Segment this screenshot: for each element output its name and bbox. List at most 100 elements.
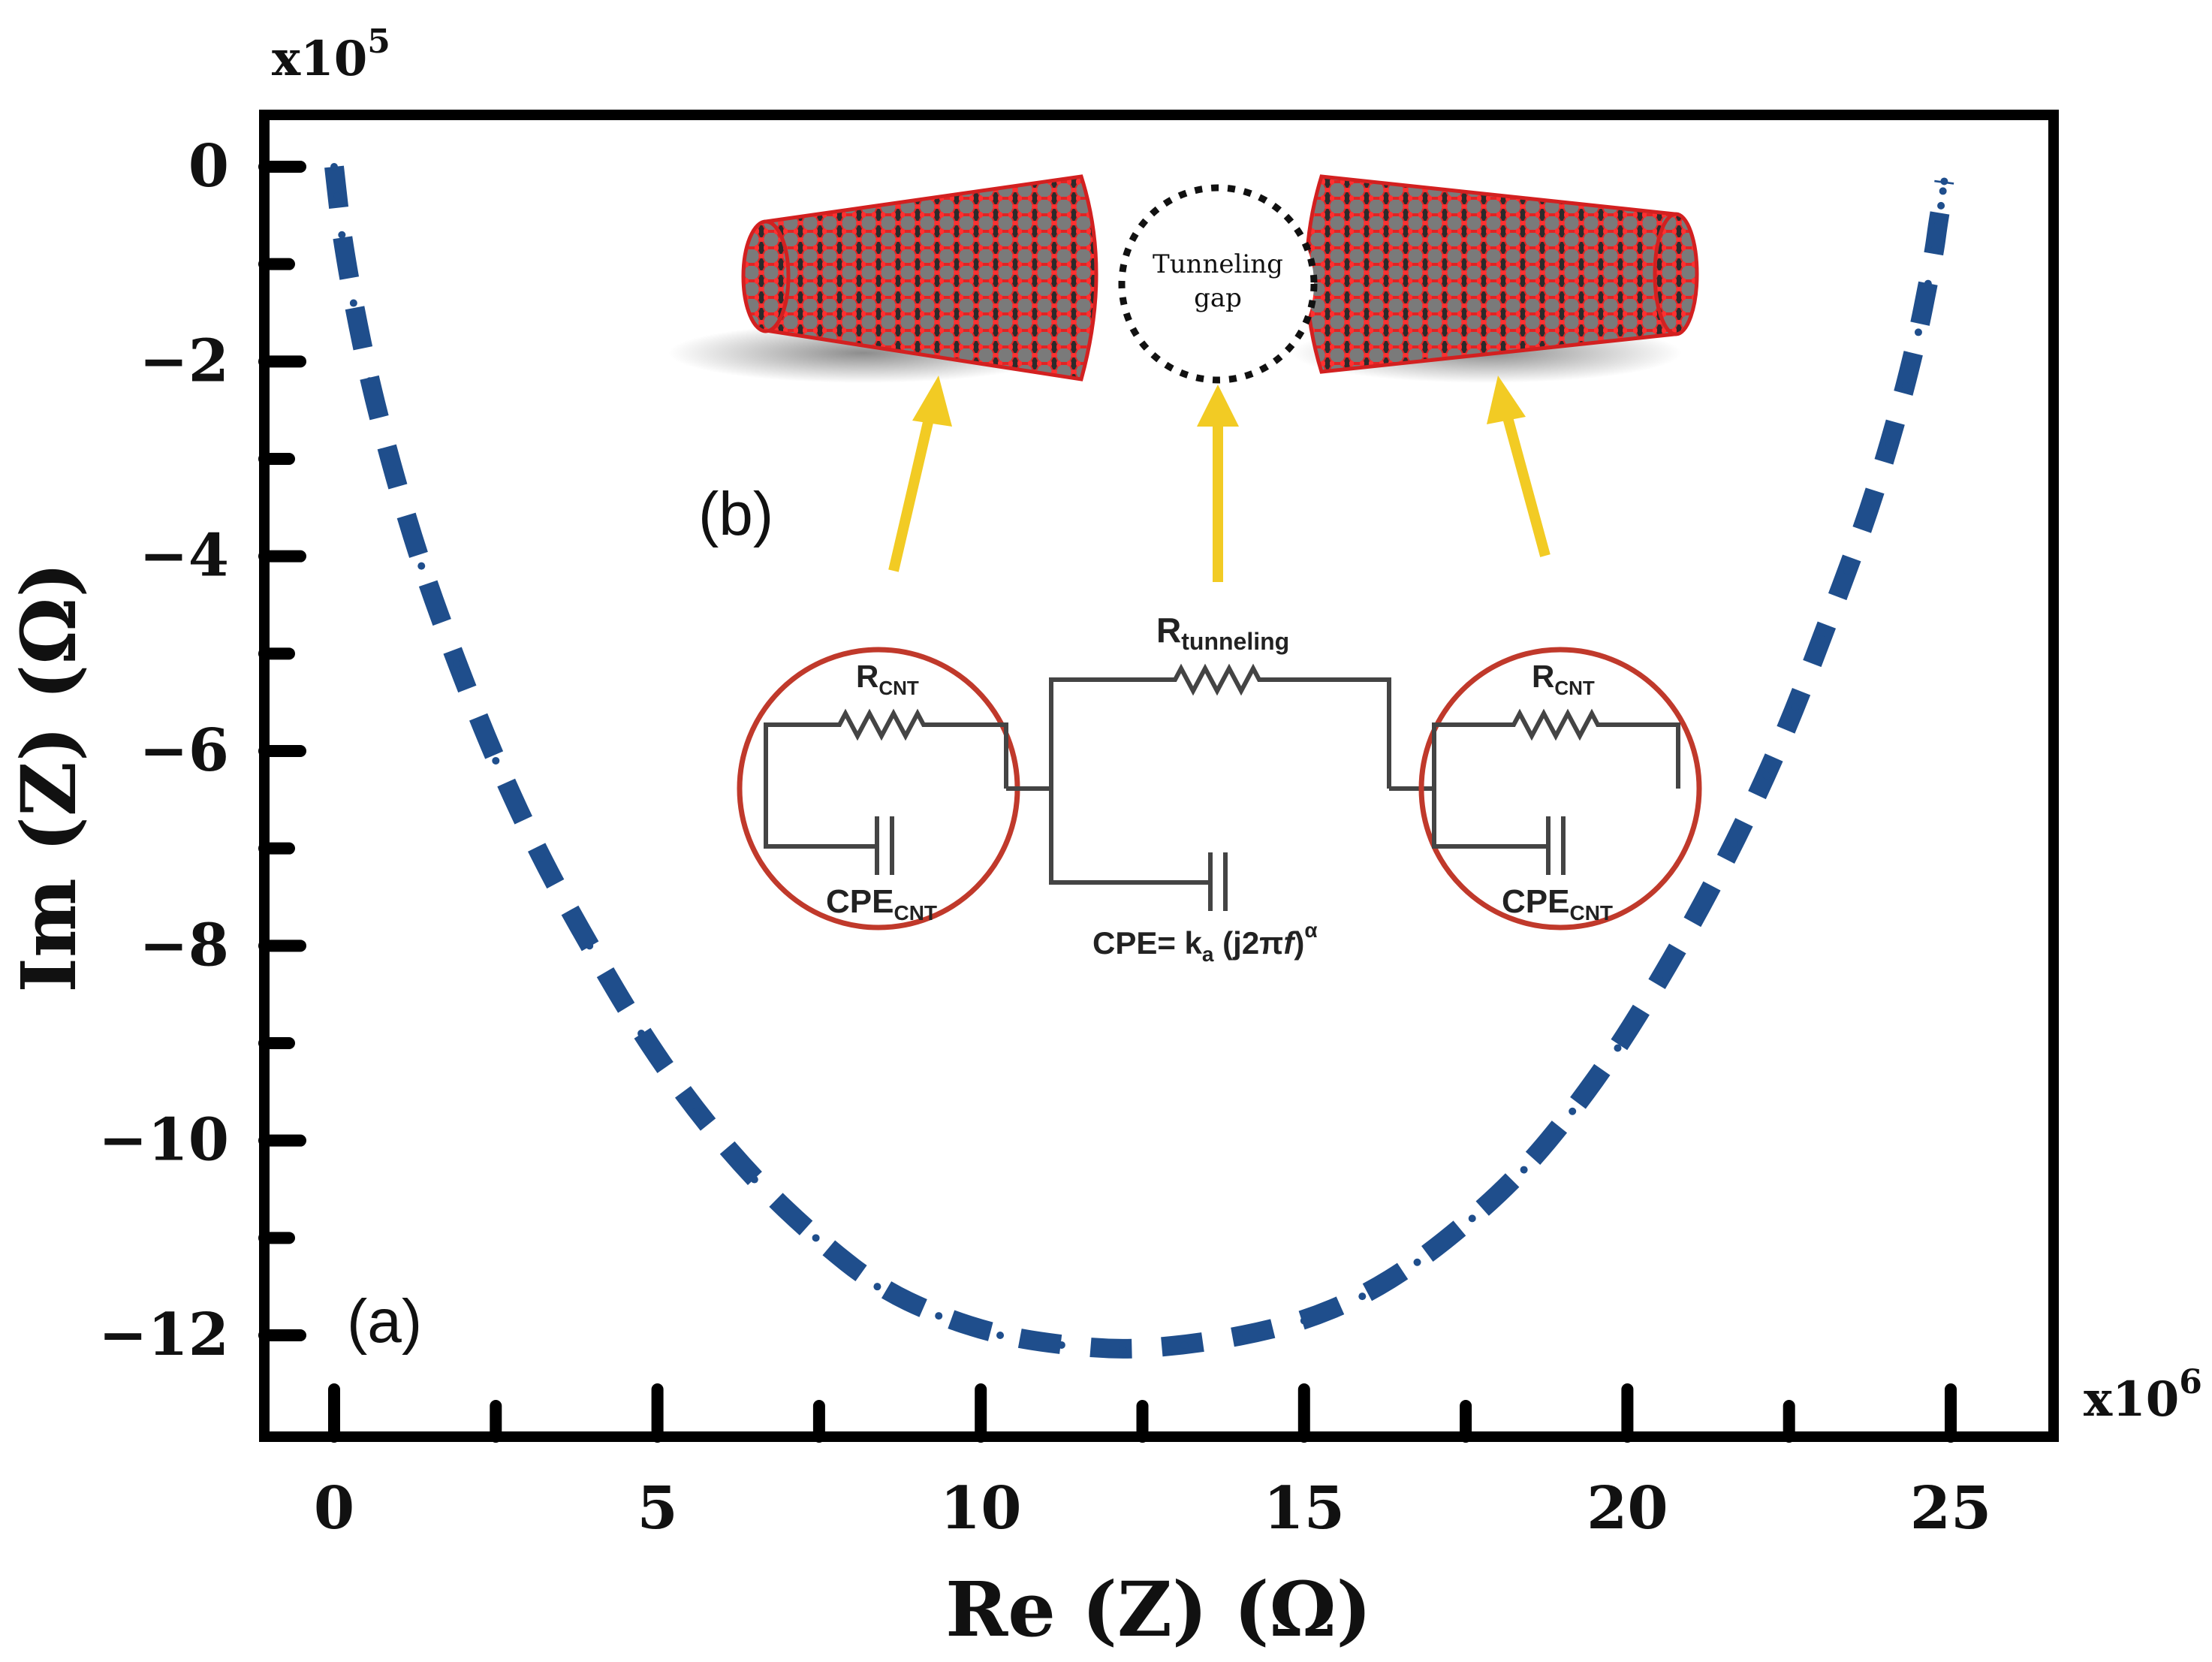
data-point [1614, 1044, 1622, 1052]
data-point [586, 942, 594, 950]
data-point [873, 1283, 881, 1291]
cpe-formula-sub: a [1202, 943, 1214, 966]
data-point [1914, 328, 1922, 336]
tunneling-gap-circle [1118, 184, 1318, 384]
data-point [637, 1030, 646, 1038]
y-tick-label: −2 [139, 327, 229, 395]
right-cpe-cnt-main: CPE [1502, 883, 1569, 920]
data-point [1792, 703, 1800, 711]
data-point [1300, 1317, 1308, 1325]
left-capacitor-branch [764, 789, 877, 849]
nanotube-right-end [1653, 212, 1699, 336]
cpe-formula-mid: (j2π [1214, 925, 1284, 961]
data-point [338, 231, 346, 239]
right-r-cnt-label: RCNT [1532, 659, 1595, 699]
nanotube-illustration: Tunneling gap [668, 174, 1699, 384]
data-point [750, 1175, 758, 1184]
r-tunneling-label: Rtunneling [1156, 611, 1289, 655]
y-tick-label: −4 [139, 522, 229, 590]
x-tick-label: 10 [940, 1474, 1022, 1543]
y-tick-label: −12 [98, 1301, 229, 1369]
tunneling-gap-label-line1: Tunneling [1153, 249, 1283, 279]
data-point [1242, 1332, 1250, 1339]
arrow-center [1197, 385, 1239, 582]
data-point [1937, 201, 1945, 210]
y-tick-label: −6 [139, 716, 229, 785]
data-point [388, 464, 396, 472]
data-point [1119, 1346, 1127, 1354]
r-tunneling-sub: tunneling [1181, 628, 1289, 655]
data-point [1939, 187, 1947, 195]
data-point [1358, 1292, 1367, 1301]
tunneling-gap-label-line2: gap [1194, 283, 1242, 313]
x-tick-label: 5 [637, 1474, 677, 1543]
y-tick-label: 0 [188, 132, 229, 201]
x-tick-label: 20 [1587, 1474, 1668, 1543]
data-point [935, 1312, 943, 1320]
cpe-formula-sup: α [1304, 918, 1317, 942]
x-tick-label: 25 [1910, 1474, 1992, 1543]
data-point [537, 854, 545, 862]
panel-label-b: (b) [698, 480, 773, 548]
right-cpe-cnt-sub: CNT [1569, 901, 1613, 925]
data-point [1901, 382, 1909, 390]
left-r-cnt-label: RCNT [856, 659, 919, 699]
data-point [1730, 840, 1738, 848]
impedance-series [324, 163, 1954, 1359]
cpe-formula: CPE= ka (j2πf)α [1092, 918, 1318, 966]
data-point [349, 299, 357, 307]
y-tick-label: −8 [139, 911, 229, 979]
x-tick-labels: 0 5 10 15 20 25 [314, 1474, 1991, 1543]
center-resistor-branch [1049, 663, 1391, 789]
data-point [1180, 1341, 1189, 1349]
x-axis-label: Re (Z) (Ω) [945, 1565, 1372, 1654]
x-tick-label: 0 [314, 1474, 354, 1543]
data-point [1924, 279, 1932, 288]
arrow-right [1487, 376, 1551, 557]
left-cpe-cnt-sub: CNT [894, 901, 937, 925]
y-tick-label: −10 [98, 1106, 229, 1175]
data-point [1817, 635, 1825, 643]
nanotube-left-end [741, 219, 791, 333]
data-point [1843, 567, 1852, 575]
equivalent-circuit [737, 647, 1702, 931]
data-point [1656, 976, 1664, 984]
y-axis-ticks [258, 161, 306, 1341]
data-point [366, 377, 374, 385]
data-point [417, 562, 426, 570]
x-multiplier: x106 [2084, 1363, 2202, 1428]
inset-arrows [888, 376, 1551, 582]
right-cpe-cnt-label: CPECNT [1502, 883, 1613, 925]
cpe-formula-f: f [1283, 925, 1297, 961]
data-point [1933, 221, 1942, 229]
data-point [1866, 503, 1874, 511]
x-tick-label: 15 [1264, 1474, 1346, 1543]
y-axis-label: Im (Z) (Ω) [5, 562, 93, 993]
plot-frame [259, 110, 2059, 1442]
data-point [1885, 440, 1894, 448]
right-capacitor-branch [1432, 789, 1548, 849]
left-r-cnt-main: R [856, 659, 878, 694]
data-point [996, 1332, 1005, 1339]
data-point [1762, 771, 1771, 780]
right-cnt-circle [1418, 647, 1702, 931]
data-point [1057, 1341, 1065, 1349]
y-tick-labels: 0 −2 −4 −6 −8 −10 −12 [98, 132, 229, 1369]
x-axis-ticks [328, 1383, 1957, 1443]
arrow-left [888, 376, 952, 572]
right-r-cnt-sub: CNT [1554, 677, 1595, 699]
data-point [1930, 246, 1939, 254]
circuit-labels: Rtunneling RCNT RCNT CPECNT CPECNT CPE= … [826, 611, 1613, 966]
data-point [492, 756, 500, 765]
data-point [333, 192, 342, 200]
y-multiplier-base: x10 [272, 31, 367, 87]
cpe-formula-close: ) [1294, 925, 1304, 961]
y-multiplier-exp: 5 [367, 23, 390, 61]
x-multiplier-base: x10 [2084, 1371, 2179, 1428]
center-capacitor-branch [1049, 789, 1210, 885]
right-resistor-branch [1432, 708, 1680, 789]
left-r-cnt-sub: CNT [878, 677, 919, 699]
left-cpe-cnt-main: CPE [826, 883, 894, 920]
data-point [812, 1234, 820, 1242]
data-point [330, 163, 338, 170]
